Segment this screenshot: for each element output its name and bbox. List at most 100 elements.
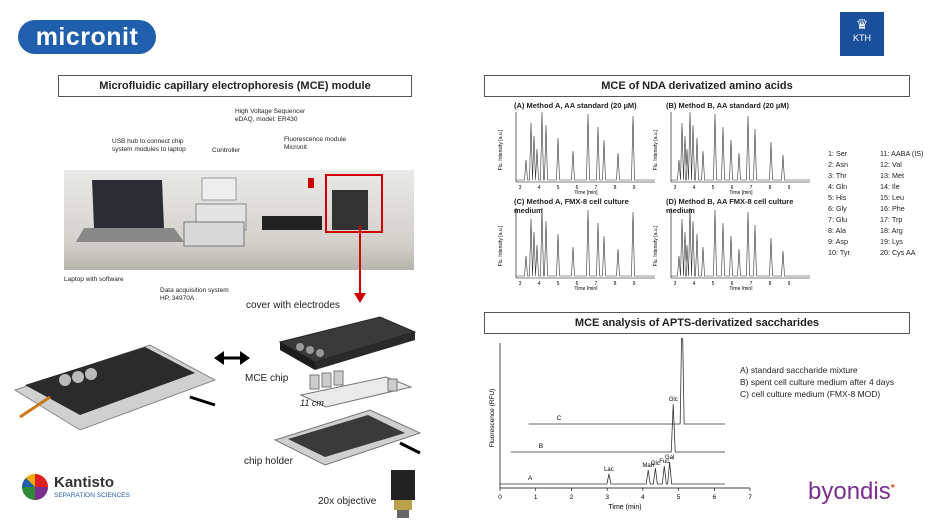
nda-tick: 5: [712, 185, 715, 191]
byondis-logo: byondis•: [808, 478, 895, 505]
nda-tick: 8: [769, 281, 772, 287]
byondis-dot-icon: •: [890, 479, 895, 493]
aa-item: 4: Gln: [828, 182, 848, 191]
apts-tick-label: 2: [570, 494, 574, 501]
nda-trace: [516, 207, 655, 277]
aa-item: 14: Ile: [880, 182, 900, 191]
nda-tick: 4: [538, 281, 541, 287]
apts-peak-label: Lac: [604, 467, 614, 473]
nda-tick: 5: [712, 281, 715, 287]
apts-trace-label: A: [528, 475, 533, 482]
apts-trace-A: [500, 461, 725, 485]
kantisto-logo: Kantisto SEPARATION SCIENCES: [20, 470, 170, 510]
nda-title: MCE of NDA derivatized amino acids: [484, 75, 910, 97]
nda-tick: 8: [769, 185, 772, 191]
aa-item: 6: Gly: [828, 204, 847, 213]
nda-tick: 6: [576, 281, 579, 287]
nda-tick: 7: [750, 281, 753, 287]
apts-peak-label: Fuc: [659, 459, 669, 465]
holder-label: chip holder: [244, 456, 293, 467]
chip-length: 11 cm: [300, 398, 324, 408]
aa-item: 20: Cys AA: [880, 248, 916, 257]
nda-tick: 9: [788, 185, 791, 191]
aa-item: 7: Glu: [828, 215, 848, 224]
apts-tick-label: 0: [498, 494, 502, 501]
crown-icon: ♛: [855, 16, 869, 32]
kth-logo: ♛ KTH: [840, 12, 884, 56]
nda-tick: 7: [595, 281, 598, 287]
nda-tick: 8: [614, 281, 617, 287]
nda-tick: 9: [633, 185, 636, 191]
aa-item: 11: AABA (IS): [880, 149, 924, 158]
apts-tick-label: 4: [641, 494, 645, 501]
apts-title: MCE analysis of APTS-derivatized sacchar…: [484, 312, 910, 334]
nda-tick: 3: [674, 185, 677, 191]
aa-item: 9: Asp: [828, 237, 848, 246]
apts-tick-label: 1: [534, 494, 538, 501]
aa-item: 10: Tyr: [828, 248, 850, 257]
nda-tick: 6: [576, 185, 579, 191]
apts-ylabel: Fluorescence (RFU): [489, 389, 496, 448]
cover-drawing: [278, 316, 417, 370]
legend-c: C) cell culture medium (FMX-8 MOD): [740, 389, 881, 399]
aa-item: 17: Trp: [880, 215, 903, 224]
nda-tick: 3: [674, 281, 677, 287]
kantisto-name: Kantisto: [54, 474, 114, 491]
nda-tick: 9: [633, 281, 636, 287]
apts-tick-label: 5: [677, 494, 681, 501]
objective-drawing: [391, 470, 415, 518]
aa-item: 19: Lys: [880, 237, 903, 246]
aa-item: 2: Asn: [828, 160, 848, 169]
nda-tick: 4: [538, 185, 541, 191]
nda-tick: 5: [557, 281, 560, 287]
nda-tick: 6: [731, 281, 734, 287]
red-arrow-icon: [354, 225, 366, 303]
nda-xlabel: Time [min]: [574, 190, 598, 196]
nda-ylabel: Flu. Intensity [a.u.]: [498, 129, 504, 170]
nda-trace: [671, 207, 810, 277]
nda-tick: 7: [750, 185, 753, 191]
nda-xlabel: Time [min]: [729, 286, 753, 290]
double-arrow-icon: [214, 351, 250, 365]
cover-label: cover with electrodes: [246, 300, 340, 311]
nda-ylabel: Flu. Intensity [a.u.]: [498, 225, 504, 266]
aa-item: 16: Phe: [880, 204, 905, 213]
apts-tick-label: 7: [748, 494, 752, 501]
nda-tick: 4: [693, 185, 696, 191]
legend-b: B) spent cell culture medium after 4 day…: [740, 377, 895, 387]
holder-drawing: [273, 409, 422, 466]
nda-tick: 7: [595, 185, 598, 191]
nda-tick: 3: [519, 185, 522, 191]
nda-xlabel: Time [min]: [574, 286, 598, 290]
aa-item: 15: Leu: [880, 193, 904, 202]
nda-tick: 9: [788, 281, 791, 287]
nda-tick: 5: [557, 185, 560, 191]
aa-item: 13: Met: [880, 171, 904, 180]
micronit-logo: micronit: [18, 20, 156, 54]
laptop-label: Laptop with software: [64, 276, 124, 283]
aa-item: 18: Arg: [880, 226, 903, 235]
nda-tick: 6: [731, 185, 734, 191]
panel-c-title: (C) Method A, FMX-8 cell culture medium: [514, 197, 629, 215]
kth-logo-text: KTH: [853, 33, 871, 43]
apts-peak-label: Glc: [651, 461, 660, 467]
aa-item: 3: Thr: [828, 171, 847, 180]
apts-tick-label: 3: [605, 494, 609, 501]
kantisto-flower-icon: [22, 474, 48, 500]
controller-label: Controller: [212, 147, 241, 154]
panel-b-title: (B) Method B, AA standard (20 µM): [666, 101, 789, 110]
chip-drawing: [299, 370, 413, 408]
aa-item: 5: His: [828, 193, 847, 202]
mce-module-title: Microfluidic capillary electrophoresis (…: [58, 75, 412, 97]
nda-trace: [671, 111, 810, 181]
